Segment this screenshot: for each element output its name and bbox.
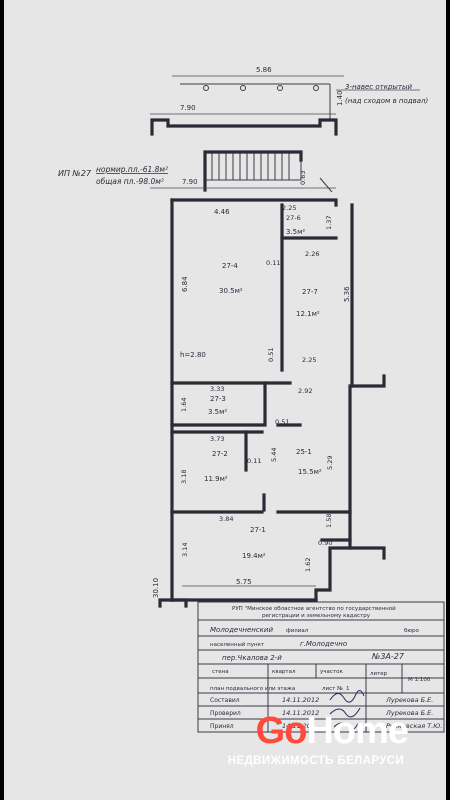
dim-2-25-top: 2.25 — [282, 204, 296, 212]
dim-entry-length: 7.90 — [182, 178, 198, 186]
unit-norm-area: нормир.пл.-61.8м² — [96, 165, 168, 174]
dim-top-width: 5.86 — [256, 66, 272, 74]
tb-plan-caption: план подвального или этажа — [210, 686, 295, 692]
org-line-2: регистрации и земельному кадастру — [262, 613, 371, 619]
tb-approved-label: Принял — [210, 723, 234, 730]
signature-3 — [333, 722, 359, 730]
dim-5-29: 5.29 — [326, 456, 334, 470]
dim-3-14: 3.14 — [181, 543, 189, 557]
tb-composed-label: Составил — [210, 697, 240, 704]
interior-walls — [170, 203, 352, 542]
room-27-6-id: 27-6 — [286, 214, 301, 222]
tb-sheet-no: 1 — [346, 686, 350, 692]
paper-shade — [4, 0, 446, 800]
dim-0-51-a: 0.51 — [267, 348, 275, 362]
tb-approved-date: 14.11.20 — [282, 722, 311, 730]
tb-settlement: г.Молодечно — [300, 640, 347, 648]
tb-composed-date: 14.11.2012 — [282, 696, 319, 704]
logo-home: Home — [306, 710, 409, 752]
dim-canopy-depth: 1.40 — [336, 90, 344, 106]
canopy-note-2: (над сходом в подвал) — [345, 97, 429, 105]
signature-2 — [329, 707, 361, 718]
dim-0-90: 0.90 — [318, 539, 332, 547]
dim-0-63: 0.63 — [299, 171, 307, 185]
exterior-walls — [158, 198, 386, 608]
tb-district: Молодечненский — [210, 626, 273, 634]
tb-col-apartment: квартал — [272, 669, 296, 675]
unit-label: ИП №27 нормир.пл.-61.8м² общая пл.-98.0м… — [58, 165, 168, 186]
gohome-logo: GoHome — [255, 710, 409, 752]
room-27-4-id: 27-4 — [222, 262, 238, 270]
dim-2-92: 2.92 — [298, 387, 312, 395]
tb-checked-date: 14.11.2012 — [282, 709, 319, 717]
room-27-3-id: 27-3 — [210, 395, 226, 403]
tb-checked-name: Лурекова Б.Е. — [385, 709, 433, 717]
dim-3-73: 3.73 — [210, 435, 224, 443]
tb-sheet-label: лист № — [322, 686, 343, 692]
dim-2-25-mid: 2.25 — [302, 356, 316, 364]
room-27-4-area: 30.5м² — [219, 287, 243, 295]
dim-0-11-b: 0.11 — [247, 457, 261, 465]
tb-col-letter: литер — [370, 671, 388, 677]
dim-30-10: 30.10 — [152, 578, 160, 598]
dim-5-75: 5.75 — [236, 578, 252, 586]
canopy-section: 5.86 3-навес открытый (над сходом в подв… — [150, 66, 429, 136]
dim-1-58: 1.58 — [325, 514, 333, 528]
title-block: РУП "Минское областное агентство по госу… — [197, 601, 445, 733]
canopy-note-1: 3-навес открытый — [345, 83, 413, 91]
dim-3-18: 3.18 — [180, 470, 188, 484]
room-27-1-area: 19.4м² — [242, 552, 266, 560]
tb-scale: М 1:100 — [408, 677, 431, 683]
room-27-2-id: 27-2 — [212, 450, 228, 458]
room-27-3-area: 3.5м² — [208, 408, 227, 416]
tb-house-no: №3А-27 — [371, 652, 405, 661]
dim-1-62: 1.62 — [304, 558, 312, 572]
paper — [4, 0, 446, 800]
dim-canopy-length: 7.90 — [180, 104, 196, 112]
tb-street: пер.Чкалова 2-й — [222, 654, 282, 662]
dim-6-84: 6.84 — [181, 276, 189, 292]
org-line-1: РУП "Минское областное агентство по госу… — [232, 605, 396, 612]
dim-0-11-a: 0.11 — [266, 259, 280, 267]
room-27-2-area: 11.9м² — [204, 475, 228, 483]
logo-go: Go — [255, 710, 308, 752]
room-27-6-area: 3.5м² — [286, 228, 305, 236]
tb-col-block: стена — [212, 669, 229, 675]
room-25-1-area: 15.5м² — [298, 468, 322, 476]
tb-bureau: бюро — [404, 628, 420, 634]
tb-district-suffix: филиал — [286, 628, 309, 634]
dim-1-64: 1.64 — [180, 398, 188, 412]
room-labels: 27-6 3.5м² 27-4 30.5м² 27-7 12.1м² 27-3 … — [204, 214, 322, 560]
signature-1 — [329, 690, 365, 703]
tb-checked-label: Проверил — [210, 710, 241, 717]
tb-approved-name: Рунковская Т.Ю. — [386, 722, 442, 730]
stair — [203, 150, 303, 192]
unit-id: ИП №27 — [58, 169, 92, 178]
dim-1-37: 1.37 — [325, 216, 333, 230]
dim-4-46: 4.46 — [214, 208, 230, 216]
dim-3-33: 3.33 — [210, 385, 224, 393]
tb-composed-name: Лурекова Б.Е. — [385, 696, 433, 704]
brand-tagline: НЕДВИЖИМОСТЬ БЕЛАРУСИ — [227, 755, 405, 767]
ceiling-height: h=2.80 — [180, 351, 206, 359]
room-27-7-id: 27-7 — [302, 288, 318, 296]
tb-col-section: участок — [320, 669, 343, 675]
room-27-7-area: 12.1м² — [296, 310, 320, 318]
dimensions: 4.46 2.25 1.37 2.26 0.11 6.84 5.36 0.51 … — [152, 204, 351, 598]
tb-settlement-label: населенный пункт — [210, 641, 265, 648]
room-25-1-id: 25-1 — [296, 448, 312, 456]
dim-5-36: 5.36 — [343, 286, 351, 302]
frame-left — [0, 0, 4, 800]
dim-2-26: 2.26 — [305, 250, 319, 258]
unit-total-area: общая пл.-98.0м² — [96, 177, 164, 186]
dim-0-51-b: 0.51 — [275, 418, 289, 426]
dim-5-44: 5.44 — [270, 448, 278, 462]
room-27-1-id: 27-1 — [250, 526, 266, 534]
dim-3-84: 3.84 — [219, 515, 233, 523]
frame-right — [446, 0, 450, 800]
